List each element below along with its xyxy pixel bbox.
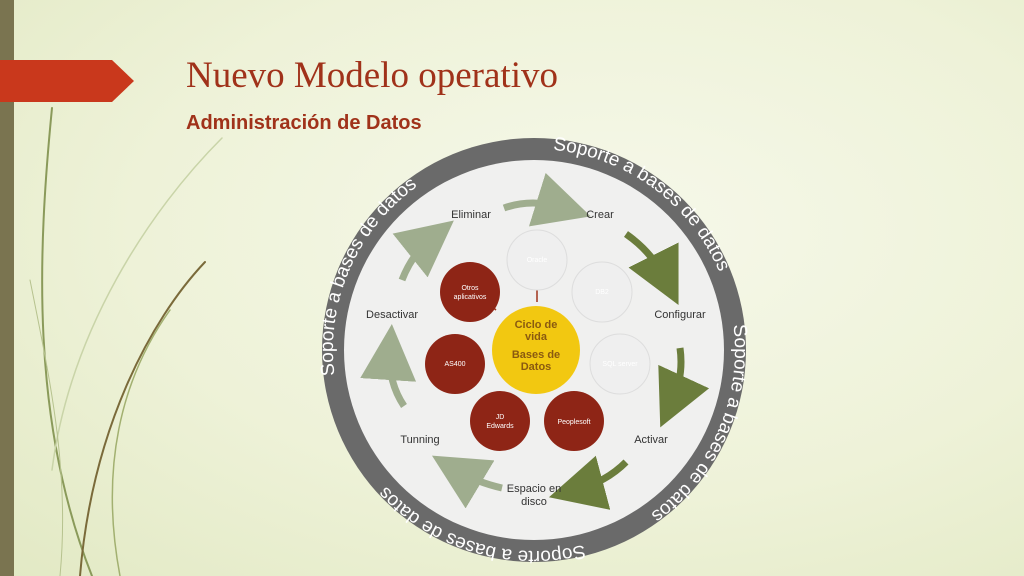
arrow-crear-configurar <box>623 231 679 306</box>
db-peoplesoft-label: Peoplesoft <box>557 419 590 426</box>
db-sqlserver <box>589 333 651 395</box>
arrow-configurar-activar <box>658 347 710 428</box>
lifecycle-diagram: Soporte a bases de datos Soporte a bases… <box>317 134 751 567</box>
title-arrow-tab <box>0 60 134 102</box>
db-jdedwards <box>470 391 530 451</box>
db-otros <box>440 262 500 322</box>
page-title: Nuevo Modelo operativo <box>186 55 558 96</box>
db-jdedwards-line2: Edwards <box>486 423 514 430</box>
center-line2: vida <box>525 331 548 343</box>
db-sqlserver-label: SQL server <box>602 361 638 368</box>
db-oracle-label: Oracle <box>527 257 548 264</box>
db-as400-label: AS400 <box>444 361 465 368</box>
db-otros-line1: Otros <box>461 285 479 292</box>
stage-desactivar: Desactivar <box>366 309 418 321</box>
stage-tunning: Tunning <box>400 434 439 446</box>
db-peoplesoft <box>544 391 604 451</box>
stage-crear: Crear <box>586 209 614 221</box>
stage-configurar: Configurar <box>654 309 706 321</box>
db-otros-line2: aplicativos <box>454 294 487 301</box>
arrow-espacio-tunning <box>431 455 503 509</box>
db-jdedwards-line1: JD <box>496 414 505 421</box>
db-db2-label: DB2 <box>595 289 609 296</box>
center-line4: Datos <box>521 361 552 373</box>
arrow-eliminar-crear <box>502 172 591 227</box>
db-as400 <box>425 334 485 394</box>
page-subtitle: Administración de Datos <box>186 112 422 134</box>
arrow-desactivar-eliminar <box>392 220 454 282</box>
center-line1: Ciclo de <box>515 319 558 331</box>
left-accent-bar <box>0 0 14 576</box>
center-line3: Bases de <box>512 349 560 361</box>
arrow-activar-espacio <box>548 455 629 510</box>
center-circle <box>492 306 580 394</box>
arrow-tunning-desactivar <box>360 324 417 408</box>
db-db2 <box>571 261 633 323</box>
stage-activar: Activar <box>634 434 668 446</box>
stage-espacio-line1: Espacio en <box>507 483 561 495</box>
stage-espacio-line2: disco <box>521 496 547 508</box>
stage-eliminar: Eliminar <box>451 209 491 221</box>
db-oracle <box>506 229 568 291</box>
